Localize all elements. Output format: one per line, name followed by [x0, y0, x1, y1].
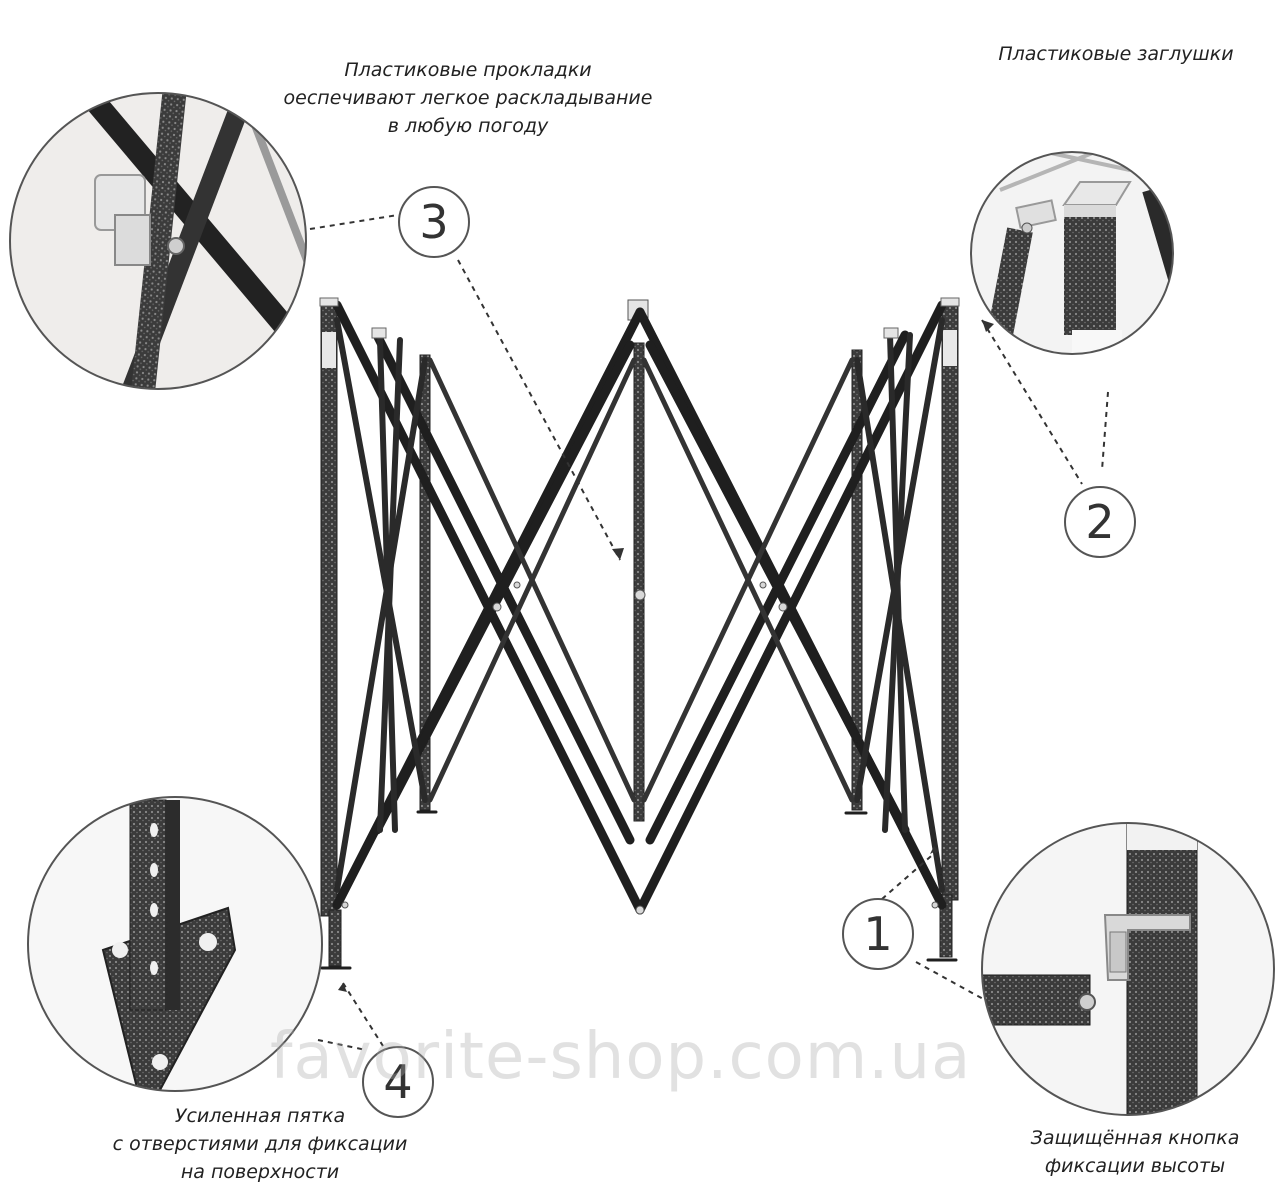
caption-line: оеспечивают легкое раскладывание	[283, 87, 653, 109]
caption-line: Усиленная пятка	[174, 1105, 346, 1127]
caption-line: в любую погоду	[387, 115, 549, 137]
zoom-reinforced-heel	[27, 796, 323, 1092]
zoom-plastic-pads	[9, 92, 307, 390]
badge-3: 3	[398, 186, 470, 258]
caption-height-lock-button: Защищённая кнопка фиксации высоты	[1000, 1124, 1270, 1180]
caption-reinforced-heel: Усиленная пятка с отверстиями для фиксац…	[60, 1102, 460, 1186]
caption-line: Пластиковые прокладки	[344, 59, 592, 81]
caption-plastic-caps: Пластиковые заглушки	[966, 40, 1266, 68]
badge-4: 4	[362, 1046, 434, 1118]
zoom-height-lock-button	[981, 822, 1275, 1116]
caption-line: Пластиковые заглушки	[998, 43, 1234, 65]
caption-line: с отверстиями для фиксации	[112, 1133, 408, 1155]
watermark-text: favorite-shop.com.ua	[270, 1020, 972, 1094]
tent-frame	[319, 297, 960, 970]
caption-plastic-pads: Пластиковые прокладки оеспечивают легкое…	[238, 56, 698, 140]
zoom-plastic-caps	[970, 151, 1174, 355]
badge-1: 1	[842, 898, 914, 970]
leader-lines	[309, 214, 1109, 1051]
badge-2: 2	[1064, 486, 1136, 558]
caption-line: на поверхности	[180, 1161, 340, 1183]
caption-line: фиксации высоты	[1044, 1155, 1226, 1177]
caption-line: Защищённая кнопка	[1030, 1127, 1240, 1149]
